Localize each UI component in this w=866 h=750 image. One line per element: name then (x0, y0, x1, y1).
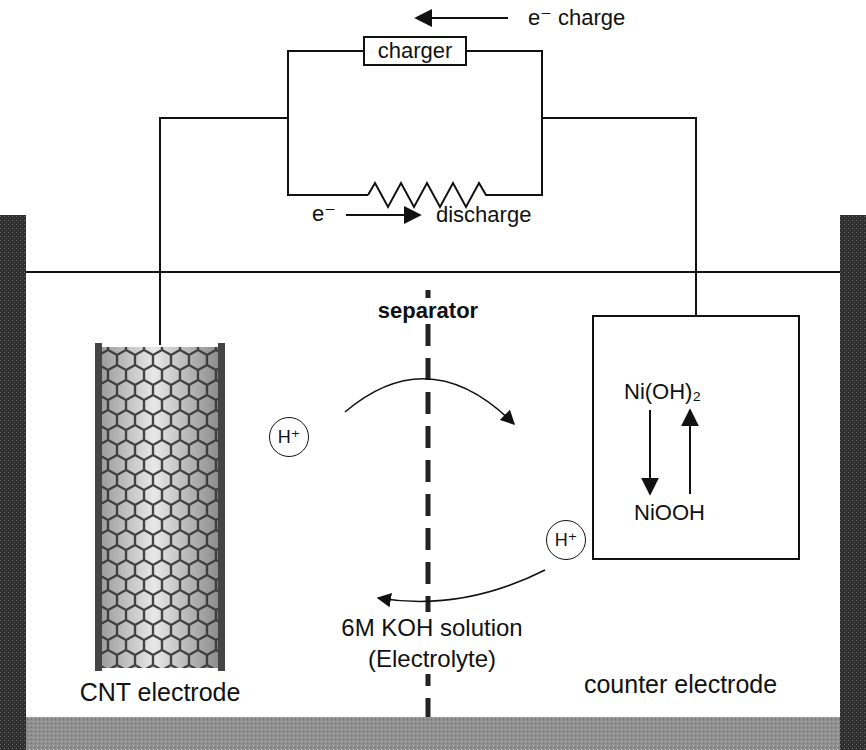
reaction-arrow (689, 410, 691, 494)
counter-electrode: Ni(OH)₂NiOOHcounter electrode (592, 315, 800, 560)
wire (288, 118, 368, 195)
separator-label: separator (375, 298, 481, 324)
discharge-arrow (346, 214, 420, 216)
electrode-bar (218, 343, 225, 671)
charger-label: charger (378, 38, 453, 64)
proton-circle: H⁺ (269, 417, 309, 457)
cnt-electrode: CNT electrode (95, 345, 225, 670)
proton-circle: H⁺ (546, 520, 586, 560)
proton-flow-arrow (345, 379, 514, 424)
electron-label: e⁻ (312, 201, 336, 227)
proton-label: H⁺ (278, 426, 301, 448)
electrolyte-surface (26, 271, 840, 273)
discharge-label: discharge (436, 202, 531, 228)
tank-floor (26, 717, 840, 750)
wire (490, 118, 542, 195)
tank-wall (840, 215, 866, 750)
electrode-label: counter electrode (584, 670, 777, 699)
electrode-bar (95, 343, 102, 671)
nanotube-lattice (100, 347, 220, 668)
proton-label: H⁺ (555, 529, 578, 551)
proton-flow-arrow (378, 570, 545, 602)
nanotube (100, 347, 220, 668)
wire (160, 51, 363, 345)
tank-wall (0, 215, 26, 750)
reaction-arrow (649, 410, 651, 494)
charge-label: e⁻ charge (528, 5, 625, 31)
wire (467, 51, 696, 315)
species-label: Ni(OH)₂ (624, 379, 701, 405)
charge-arrow (416, 17, 508, 19)
electrode-label: CNT electrode (80, 678, 241, 707)
electrolyte-label: 6M KOH solution (Electrolyte) (309, 612, 555, 674)
charger-box: charger (363, 36, 467, 66)
species-label: NiOOH (634, 500, 705, 526)
